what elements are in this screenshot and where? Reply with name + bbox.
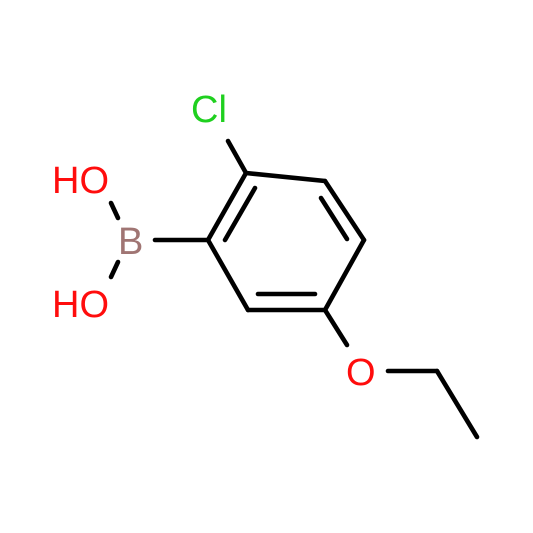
bond-c2-c3-inner [318, 195, 350, 242]
ether-oxygen-label: O [346, 352, 376, 394]
bond-c6-c1 [205, 170, 249, 243]
bond-c6-c1-inner [222, 185, 258, 243]
boron-label: B [118, 221, 143, 263]
bond-ch2-ch3 [434, 368, 480, 440]
hydroxyl-top-label: HO [52, 160, 109, 202]
bond-c1-cl [225, 138, 249, 176]
bond-c3-c4 [322, 237, 367, 313]
bond-c1-c2 [243, 170, 328, 184]
bond-c4-o [322, 307, 350, 348]
bond-b-o-bottom [108, 259, 121, 280]
hydroxyl-bottom-label: HO [52, 284, 109, 326]
bond-c2-c3 [322, 178, 367, 243]
bond-c5-c6 [205, 237, 251, 313]
bond-b-o-top [108, 200, 121, 221]
chlorine-label: Cl [191, 89, 227, 131]
